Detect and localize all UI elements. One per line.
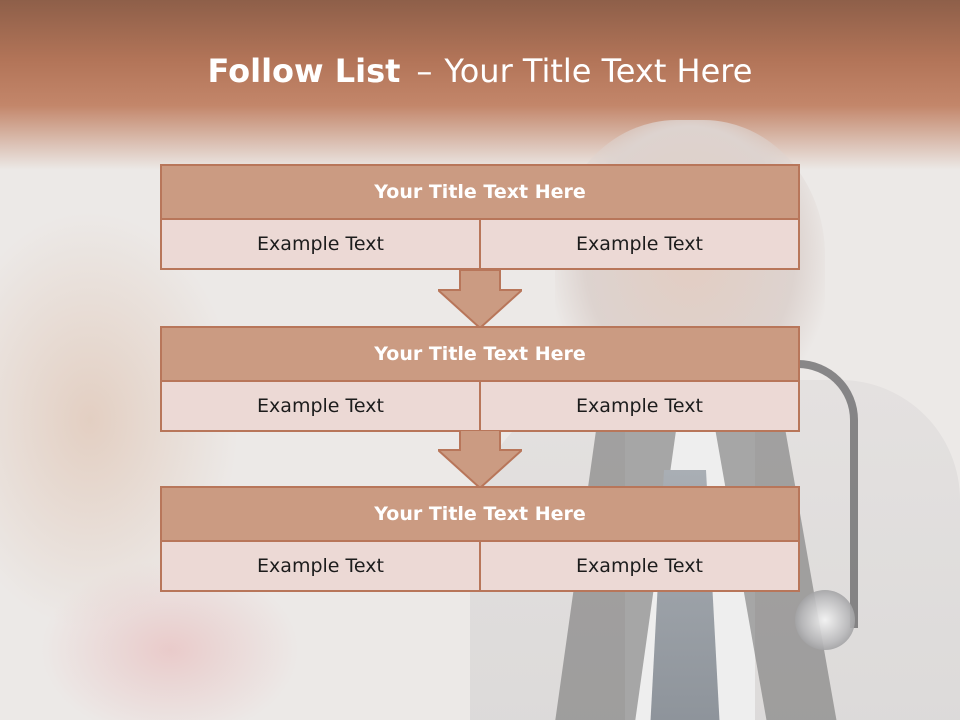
block-title[interactable]: Your Title Text Here <box>160 486 800 542</box>
down-arrow-icon <box>438 430 522 488</box>
block-title[interactable]: Your Title Text Here <box>160 164 800 220</box>
top-band <box>0 0 960 170</box>
block-cell-left[interactable]: Example Text <box>160 220 481 270</box>
block-cell-left[interactable]: Example Text <box>160 382 481 432</box>
title-rest: Your Title Text Here <box>444 52 753 90</box>
block-cell-right[interactable]: Example Text <box>481 220 800 270</box>
block-row: Example Text Example Text <box>160 382 800 432</box>
block-cell-left[interactable]: Example Text <box>160 542 481 592</box>
title-separator: – <box>416 52 433 90</box>
slide-title: Follow List–Your Title Text Here <box>0 52 960 90</box>
list-block-3: Your Title Text Here Example Text Exampl… <box>160 486 800 592</box>
down-arrow-icon <box>438 270 522 328</box>
list-block-2: Your Title Text Here Example Text Exampl… <box>160 326 800 432</box>
block-cell-right[interactable]: Example Text <box>481 542 800 592</box>
block-row: Example Text Example Text <box>160 220 800 270</box>
block-row: Example Text Example Text <box>160 542 800 592</box>
stethoscope-tube <box>790 360 858 628</box>
block-title[interactable]: Your Title Text Here <box>160 326 800 382</box>
list-block-1: Your Title Text Here Example Text Exampl… <box>160 164 800 270</box>
block-cell-right[interactable]: Example Text <box>481 382 800 432</box>
title-bold-part: Follow List <box>207 52 401 90</box>
stethoscope-icon <box>795 590 855 650</box>
